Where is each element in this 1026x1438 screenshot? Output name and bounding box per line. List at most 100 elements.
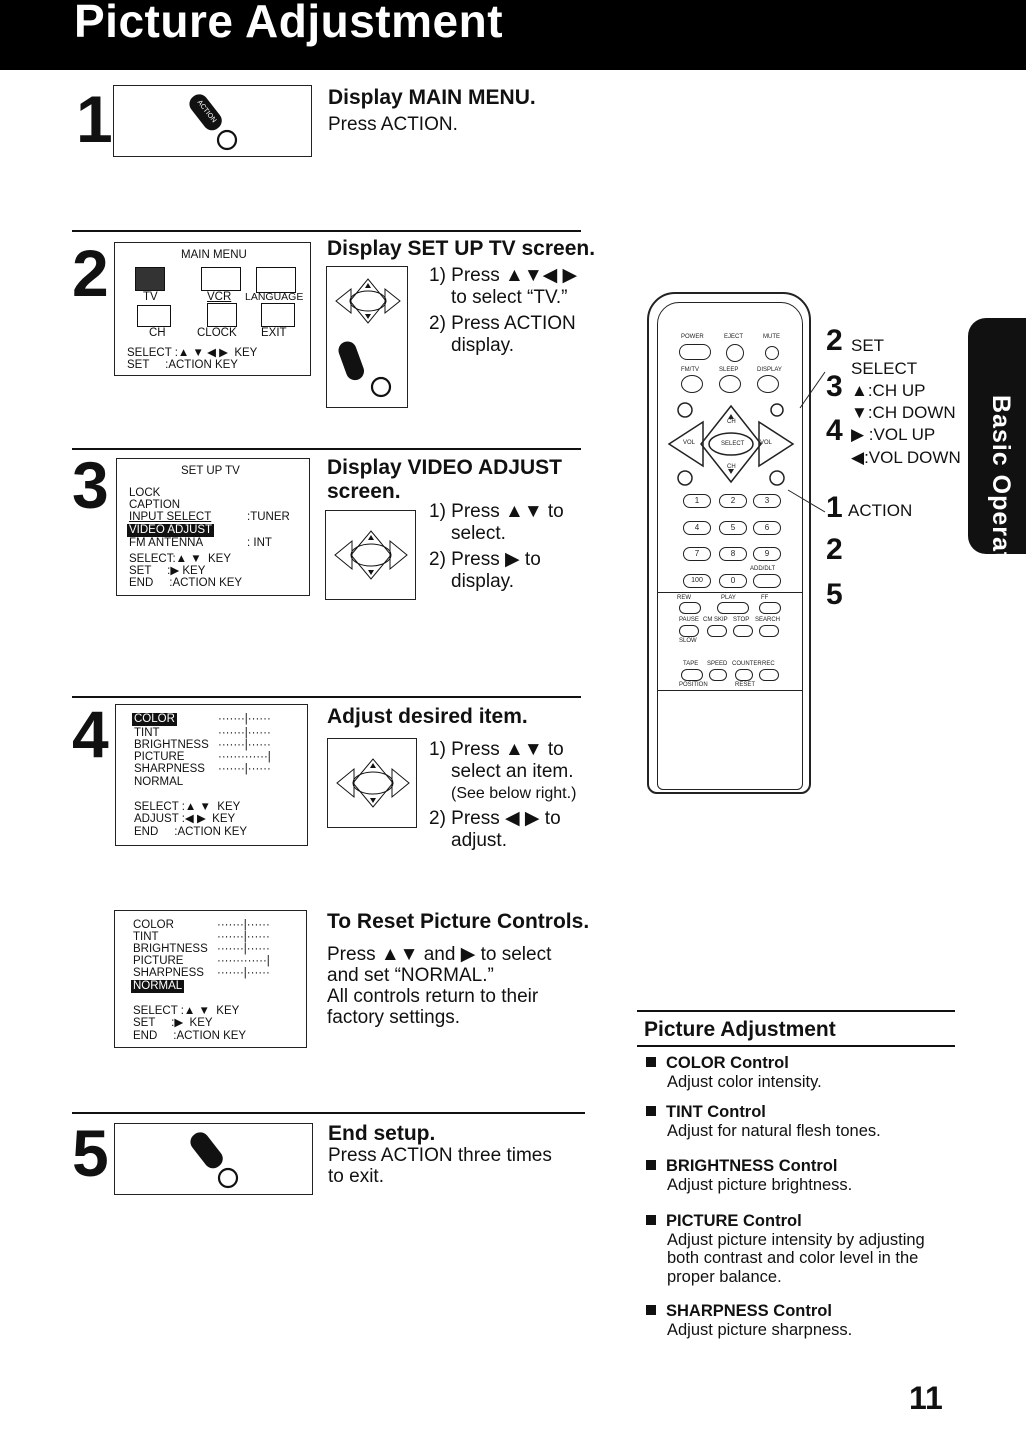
- step-1-number: 1: [76, 82, 113, 156]
- section-tab: [968, 318, 1026, 554]
- step-2-instr-2a: 2) Press ACTION: [429, 313, 576, 334]
- osd-select-line: SELECT :▲ ▼ KEY: [134, 801, 241, 813]
- remote-button-8[interactable]: 8: [719, 547, 747, 561]
- remote-button-6[interactable]: 6: [753, 521, 781, 535]
- callout-2b: 2: [826, 533, 843, 566]
- osd-input-value: :TUNER: [247, 511, 290, 523]
- osd-select-line: SELECT :▲ ▼ KEY: [133, 1005, 240, 1017]
- remote-button-3[interactable]: 3: [753, 494, 781, 508]
- remote-label-search: SEARCH: [755, 617, 781, 623]
- remote-sleep-button[interactable]: [719, 375, 741, 393]
- dpad-icon: [334, 530, 408, 580]
- osd-exit: EXIT: [261, 327, 287, 339]
- remote-dpad[interactable]: [657, 398, 805, 490]
- osd-brightness: BRIGHTNESS: [133, 943, 208, 955]
- divider: [637, 1045, 955, 1047]
- info-item-color: COLOR Control Adjust color intensity.: [646, 1054, 822, 1091]
- reset-heading: To Reset Picture Controls.: [327, 910, 590, 933]
- remote-rec-button[interactable]: [759, 669, 779, 681]
- callout-action: ACTION: [848, 501, 913, 520]
- osd-level-bar: ·······|······: [217, 931, 270, 943]
- step-3-instr-1b: select.: [451, 523, 506, 544]
- osd-input-select: INPUT SELECT: [129, 511, 212, 523]
- remote-button-5[interactable]: 5: [719, 521, 747, 535]
- remote-label-pause: PAUSE: [679, 617, 699, 623]
- step-3-osd-setup-tv: SET UP TV LOCK CAPTION INPUT SELECT :TUN…: [116, 458, 310, 596]
- osd-language: LANGUAGE: [245, 291, 304, 303]
- remote-label-sleep: SLEEP: [719, 367, 739, 373]
- remote-label-stop: STOP: [733, 617, 750, 623]
- osd-vcr: VCR: [207, 291, 232, 303]
- osd-level-bar: ·······|······: [218, 763, 271, 775]
- callout-ch-up: ▲:CH UP: [851, 381, 926, 400]
- page-title: Picture Adjustment: [74, 0, 504, 47]
- remote-inner-outline: [657, 302, 803, 790]
- remote-label-counter: COUNTER: [732, 661, 762, 667]
- step-5-text-1: Press ACTION three times: [328, 1145, 552, 1166]
- osd-picture: PICTURE: [133, 955, 184, 967]
- remote-ff-button[interactable]: [759, 602, 781, 614]
- remote-mute-button[interactable]: [765, 346, 779, 360]
- remote-button-2[interactable]: 2: [719, 494, 747, 508]
- step-4-number: 4: [72, 697, 109, 771]
- dpad-icon: [336, 758, 410, 808]
- osd-video-adjust: VIDEO ADJUST: [127, 524, 215, 537]
- remote-counter-reset-button[interactable]: [735, 669, 753, 681]
- tv-icon: [135, 267, 165, 291]
- step-5-text-2: to exit.: [328, 1166, 384, 1187]
- remote-label-rew: REW: [677, 595, 691, 601]
- remote-eject-button[interactable]: [726, 344, 744, 362]
- remote-rew-button[interactable]: [679, 602, 701, 614]
- divider: [657, 592, 803, 593]
- remote-label-select: SELECT: [721, 441, 745, 447]
- remote-label-cm-skip: CM SKIP: [703, 617, 728, 623]
- osd-level-bar: ·······|······: [217, 967, 270, 979]
- remote-pause-button[interactable]: [679, 625, 699, 637]
- remote-label-mute: MUTE: [763, 334, 780, 340]
- remote-label-ch-down: CH: [727, 464, 736, 470]
- remote-cm-skip-button[interactable]: [707, 625, 727, 637]
- remote-speed-button[interactable]: [709, 669, 727, 681]
- remote-power-button[interactable]: [679, 344, 711, 360]
- osd-end-line: END :ACTION KEY: [129, 577, 243, 589]
- remote-button-100[interactable]: 100: [683, 574, 711, 588]
- remote-label-position: POSITION: [679, 682, 708, 688]
- remote-button-4[interactable]: 4: [683, 521, 711, 535]
- clock-icon: [207, 303, 237, 327]
- remote-button-9[interactable]: 9: [753, 547, 781, 561]
- remote-tape-position-button[interactable]: [681, 669, 703, 681]
- remote-add-dlt-button[interactable]: [753, 574, 781, 588]
- remote-search-button[interactable]: [759, 625, 779, 637]
- info-item-tint: TINT Control Adjust for natural flesh to…: [646, 1103, 881, 1140]
- osd-level-bar: ·············|: [218, 751, 271, 763]
- remote-stop-button[interactable]: [733, 625, 753, 637]
- osd-title: MAIN MENU: [181, 249, 247, 261]
- reset-text-3: All controls return to their: [327, 986, 539, 1007]
- remote-fmtv-button[interactable]: [681, 375, 703, 393]
- remote-play-button[interactable]: [717, 602, 749, 614]
- osd-color: COLOR: [133, 919, 174, 931]
- osd-lock: LOCK: [129, 487, 161, 499]
- remote-button-7[interactable]: 7: [683, 547, 711, 561]
- remote-label-fmtv: FM/TV: [681, 367, 699, 373]
- osd-set-line: SET :ACTION KEY: [127, 359, 238, 371]
- dpad-icon: [335, 278, 401, 324]
- step-3-instr-2a: 2) Press ▶ to: [429, 549, 541, 570]
- osd-level-bar: ·······|······: [217, 943, 270, 955]
- step-4-instr-1b: select an item.: [451, 761, 574, 782]
- step-4-instr-1c: (See below right.): [451, 785, 577, 802]
- osd-set-line: SET :▶ KEY: [133, 1017, 213, 1029]
- remote-label-eject: EJECT: [724, 334, 744, 340]
- remote-label-slow: SLOW: [679, 638, 697, 644]
- osd-level-bar: ·······|······: [218, 713, 271, 725]
- osd-select-line: SELECT:▲ ▼ KEY: [129, 553, 232, 565]
- remote-label-rec: REC: [762, 661, 775, 667]
- remote-button-1[interactable]: 1: [683, 494, 711, 508]
- info-item-brightness: BRIGHTNESS Control Adjust picture bright…: [646, 1157, 852, 1194]
- remote-label-ff: FF: [761, 595, 769, 601]
- step-1-text: Press ACTION.: [328, 114, 458, 135]
- osd-fm-antenna: FM ANTENNA: [129, 537, 204, 549]
- remote-label-ch: CH: [727, 419, 736, 425]
- remote-button-0[interactable]: 0: [719, 574, 747, 588]
- remote-display-button[interactable]: [757, 375, 779, 393]
